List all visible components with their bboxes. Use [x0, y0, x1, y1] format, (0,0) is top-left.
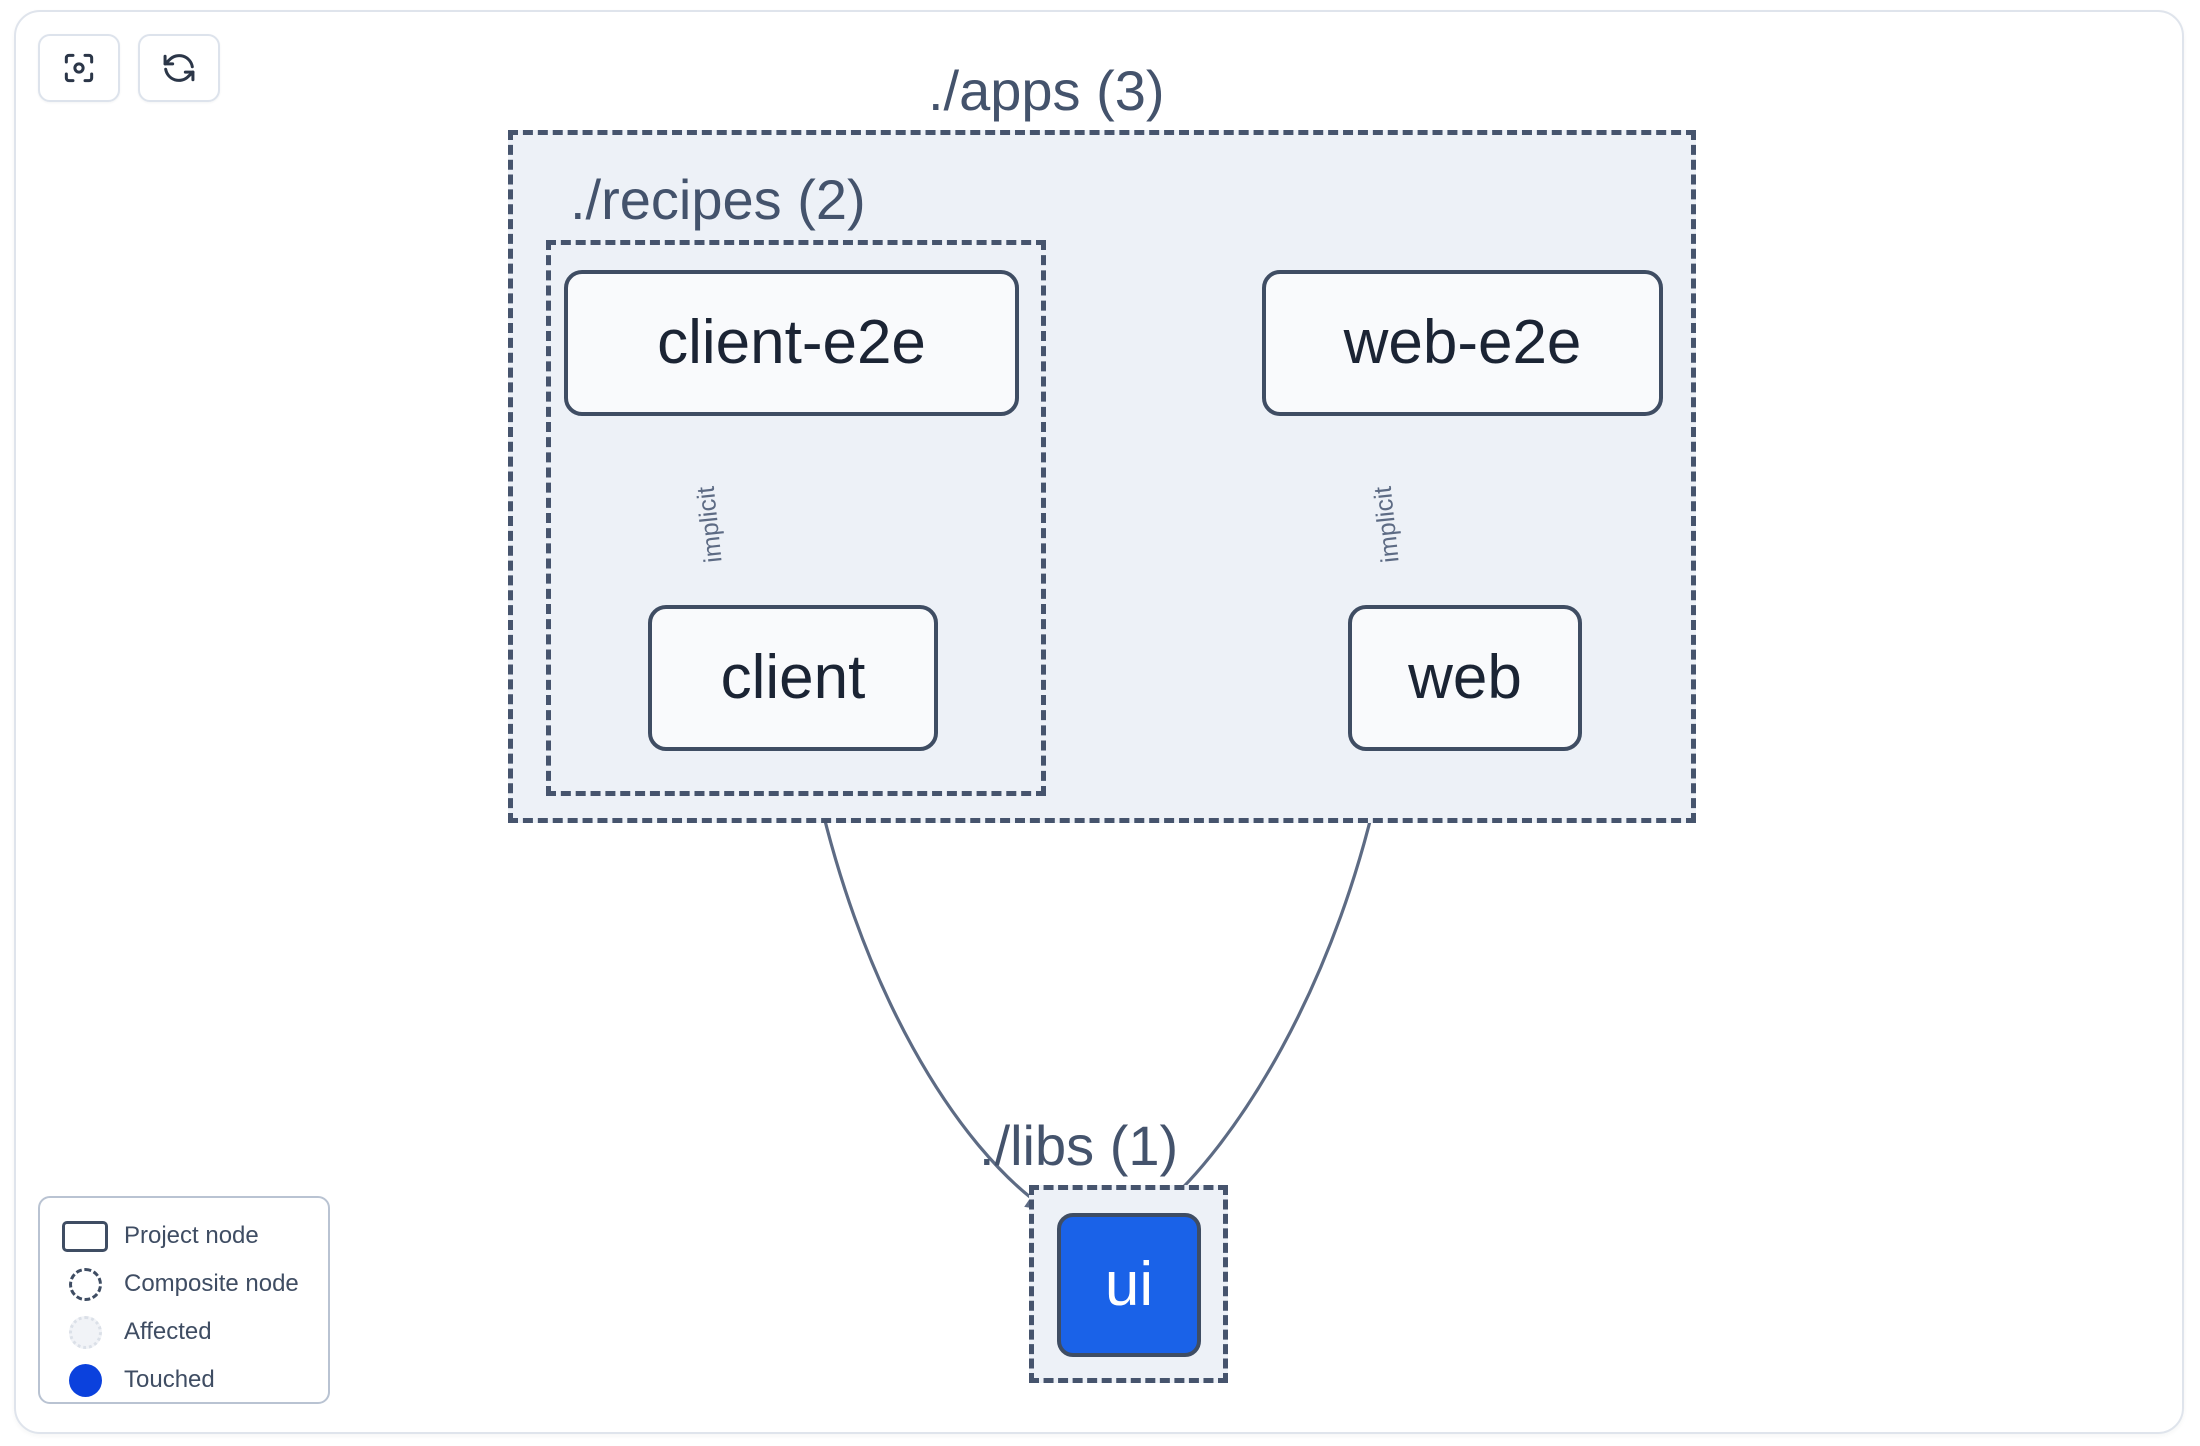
- legend-label-project-node: Project node: [124, 1222, 259, 1249]
- legend-item-composite-node: Composite node: [62, 1260, 328, 1308]
- refresh-graph-button[interactable]: [138, 34, 220, 102]
- legend-label-composite-node: Composite node: [124, 1270, 299, 1297]
- project-node-client-e2e[interactable]: client-e2e: [564, 270, 1019, 416]
- legend-item-project-node: Project node: [62, 1212, 328, 1260]
- graph-toolbar: [38, 34, 220, 102]
- focus-target-icon: [60, 49, 98, 87]
- project-node-marker-icon: [62, 1220, 112, 1252]
- project-node-web-e2e[interactable]: web-e2e: [1262, 270, 1663, 416]
- touched-marker-icon: [62, 1363, 112, 1397]
- group-label-apps: ./apps (3): [928, 59, 1165, 122]
- affected-marker-icon: [62, 1315, 112, 1349]
- refresh-sync-icon: [160, 49, 198, 87]
- legend-item-touched: Touched: [62, 1356, 328, 1404]
- group-label-recipes: ./recipes (2): [570, 168, 866, 231]
- project-node-ui[interactable]: ui: [1057, 1213, 1201, 1357]
- legend-label-touched: Touched: [124, 1366, 215, 1393]
- project-node-client[interactable]: client: [648, 605, 938, 751]
- legend-item-affected: Affected: [62, 1308, 328, 1356]
- project-node-web[interactable]: web: [1348, 605, 1582, 751]
- focus-graph-button[interactable]: [38, 34, 120, 102]
- composite-node-marker-icon: [62, 1267, 112, 1301]
- legend-label-affected: Affected: [124, 1318, 212, 1345]
- group-label-libs: ./libs (1): [979, 1114, 1179, 1177]
- graph-legend: Project node Composite node Affected Tou…: [38, 1196, 330, 1404]
